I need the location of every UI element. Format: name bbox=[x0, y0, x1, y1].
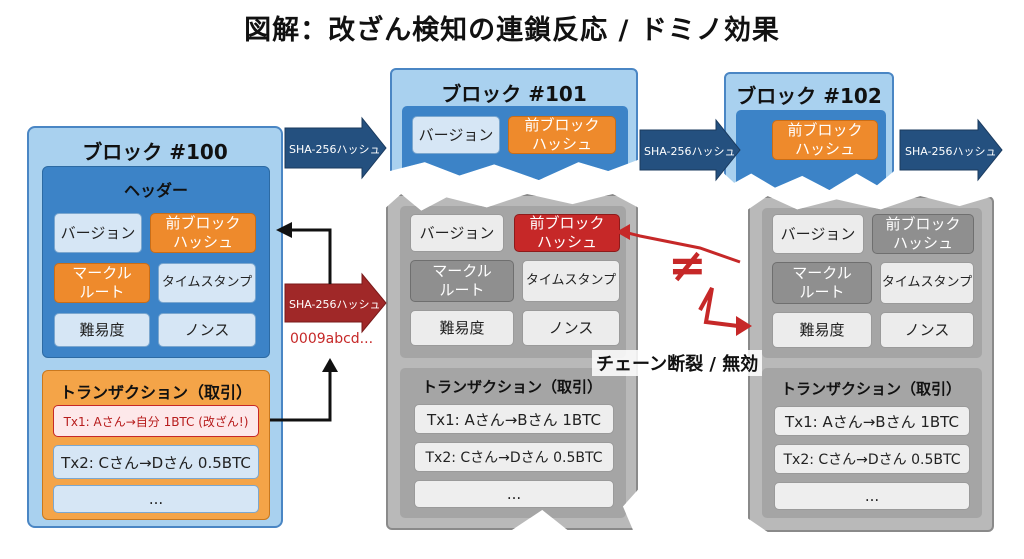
diagram-title: 図解：改ざん検知の連鎖反応 / ドミノ効果 bbox=[244, 15, 780, 46]
block-101-tx2: Tx2: Cさん→Dさん 0.5BTC bbox=[414, 442, 614, 472]
block-102-nonce: ノンス bbox=[880, 312, 974, 348]
chain-broken-label: チェーン断裂 / 無効 bbox=[592, 350, 763, 376]
tampered-hash-output: 0009abcd... bbox=[290, 331, 374, 347]
block-101-version: バージョン bbox=[410, 214, 504, 252]
tamper-flow-arrowhead bbox=[322, 358, 338, 372]
block-100-merkle-root: マークル ルート bbox=[54, 263, 150, 303]
broken-link-zigzag bbox=[698, 287, 739, 328]
block-100-title: ブロック #100 bbox=[82, 140, 228, 164]
block-100-timestamp: タイムスタンプ bbox=[158, 263, 256, 303]
block-100-tx2: Tx2: Cさん→Dさん 0.5BTC bbox=[53, 445, 259, 479]
block-100-transactions: トランザクション（取引） Tx1: Aさん→自分 1BTC (改ざん!) Tx2… bbox=[42, 370, 270, 520]
block-102-top-fragment: ブロック #102 前ブロック ハッシュ bbox=[724, 72, 894, 190]
block-101-prev-hash-mismatch: 前ブロック ハッシュ bbox=[514, 214, 620, 252]
header-feed-line bbox=[290, 228, 332, 284]
block-102-title: ブロック #102 bbox=[736, 84, 882, 108]
block-101-merkle-root: マークル ルート bbox=[410, 260, 514, 302]
block-102-broken: バージョン 前ブロック ハッシュ マークル ルート タイムスタンプ 難易度 ノン… bbox=[748, 196, 994, 532]
block-100-nonce: ノンス bbox=[158, 313, 256, 347]
block-101-top-fragment: ブロック #101 バージョン 前ブロック ハッシュ bbox=[390, 68, 638, 180]
block-102-top-prev-hash: 前ブロック ハッシュ bbox=[772, 120, 878, 160]
block-100-version: バージョン bbox=[54, 213, 142, 253]
hash-label-101-102: SHA-256ハッシュ bbox=[644, 145, 736, 158]
block-101-top-version: バージョン bbox=[412, 116, 500, 154]
block-102-tx3: ... bbox=[774, 482, 970, 510]
block-100-tx3: ... bbox=[53, 485, 259, 513]
block-102-tx2: Tx2: Cさん→Dさん 0.5BTC bbox=[774, 444, 970, 474]
block-102-prev-hash: 前ブロック ハッシュ bbox=[872, 214, 974, 254]
block-101-title: ブロック #101 bbox=[441, 82, 587, 106]
block-100-header: ヘッダー バージョン 前ブロック ハッシュ マークル ルート タイムスタンプ 難… bbox=[42, 166, 270, 358]
block-101-tx1: Tx1: Aさん→Bさん 1BTC bbox=[414, 404, 614, 434]
block-102-timestamp: タイムスタンプ bbox=[880, 262, 974, 304]
block-102-tx1: Tx1: Aさん→Bさん 1BTC bbox=[774, 406, 970, 436]
block-102-version: バージョン bbox=[772, 214, 864, 254]
block-100: ブロック #100 ヘッダー バージョン 前ブロック ハッシュ マークル ルート… bbox=[27, 126, 283, 528]
block-102-merkle-root: マークル ルート bbox=[772, 262, 872, 304]
block-100-tx1-tampered: Tx1: Aさん→自分 1BTC (改ざん!) bbox=[53, 405, 259, 437]
hash-label-tampered: SHA-256ハッシュ bbox=[289, 298, 381, 311]
block-101-difficulty: 難易度 bbox=[410, 310, 514, 346]
block-102-tx-title: トランザクション（取引） bbox=[780, 380, 961, 398]
block-100-tx-title: トランザクション（取引） bbox=[59, 383, 252, 402]
hash-label-100-101: SHA-256ハッシュ bbox=[289, 143, 381, 156]
not-equal-symbol: ≠ bbox=[668, 238, 707, 292]
block-101-tx-title: トランザクション（取引） bbox=[421, 378, 602, 396]
block-101-top-prev-hash: 前ブロック ハッシュ bbox=[508, 116, 616, 154]
block-101-nonce: ノンス bbox=[522, 310, 620, 346]
block-100-difficulty: 難易度 bbox=[54, 313, 150, 347]
block-100-prev-hash: 前ブロック ハッシュ bbox=[150, 213, 256, 253]
hash-label-102-next: SHA-256ハッシュ bbox=[905, 145, 997, 158]
block-102-difficulty: 難易度 bbox=[772, 312, 872, 348]
block-100-header-title: ヘッダー bbox=[123, 181, 188, 200]
block-101-timestamp: タイムスタンプ bbox=[522, 260, 620, 302]
block-101-tx3: ... bbox=[414, 480, 614, 508]
